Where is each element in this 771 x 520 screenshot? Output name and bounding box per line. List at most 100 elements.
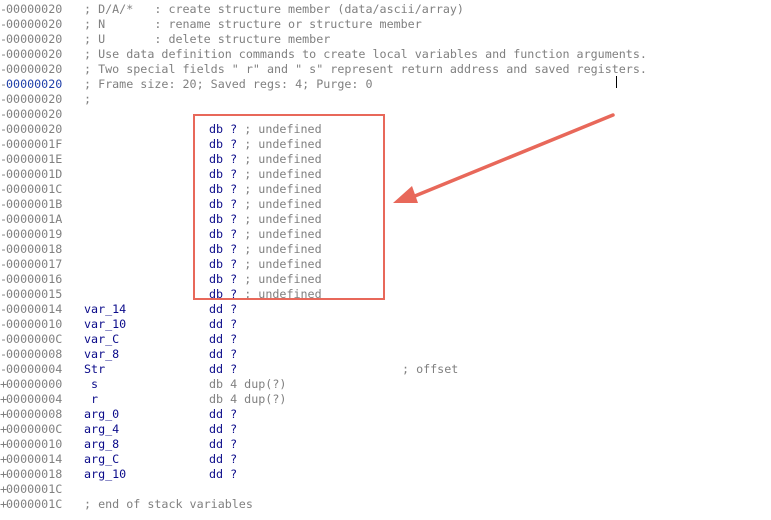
listing-line[interactable]: -00000020; Two special fields " r" and "… bbox=[0, 62, 771, 77]
line-address: 0000001F bbox=[6, 137, 63, 151]
member-name: arg_0 bbox=[84, 407, 120, 421]
line-address: 00000004 bbox=[6, 392, 63, 406]
data-value: ? bbox=[230, 122, 238, 136]
listing-line[interactable]: -00000020; N : rename structure or struc… bbox=[0, 17, 771, 32]
data-definition: dd ? bbox=[209, 347, 237, 362]
listing-line[interactable]: +0000001C ; end of stack variables bbox=[0, 497, 771, 512]
data-directive: db bbox=[209, 212, 224, 226]
data-directive: dd bbox=[209, 422, 224, 436]
data-directive: db bbox=[209, 152, 224, 166]
data-definition: db 4 dup(?) bbox=[209, 392, 286, 407]
line-prefix: - bbox=[0, 317, 8, 331]
data-value: ? bbox=[230, 452, 238, 466]
line-prefix: - bbox=[0, 92, 8, 106]
data-value: ? bbox=[230, 272, 238, 286]
line-comment: ; U : delete structure member bbox=[84, 32, 331, 46]
line-prefix: + bbox=[0, 467, 8, 481]
data-value: ? bbox=[230, 437, 238, 451]
highlight-box bbox=[193, 114, 385, 300]
data-value: ? bbox=[230, 332, 238, 346]
data-value: ? bbox=[230, 197, 238, 211]
line-prefix: - bbox=[0, 77, 8, 91]
line-address: 00000010 bbox=[6, 437, 63, 451]
listing-line[interactable]: +0000001C bbox=[0, 482, 771, 497]
data-definition: db ? ; undefined bbox=[209, 242, 322, 257]
member-name: var_10 bbox=[84, 317, 127, 331]
undefined-comment: ; undefined bbox=[244, 242, 322, 256]
data-value: ? bbox=[230, 152, 238, 166]
line-prefix: - bbox=[0, 167, 8, 181]
data-value: ? bbox=[230, 212, 238, 226]
data-definition: db ? ; undefined bbox=[209, 257, 322, 272]
line-address: 00000020 bbox=[6, 122, 63, 136]
data-definition: db ? ; undefined bbox=[209, 122, 322, 137]
line-comment: ; end of stack variables bbox=[84, 497, 253, 511]
listing-line[interactable]: -00000020; bbox=[0, 92, 771, 107]
line-address: 00000020 bbox=[6, 32, 63, 46]
listing-line[interactable]: -00000020; Use data definition commands … bbox=[0, 47, 771, 62]
line-comment: ; Two special fields " r" and " s" repre… bbox=[84, 62, 647, 76]
data-definition: dd ? bbox=[209, 302, 237, 317]
line-comment: ; Frame size: 20; Saved regs: 4; Purge: … bbox=[84, 77, 373, 91]
data-definition: dd ? bbox=[209, 332, 237, 347]
line-comment: ; bbox=[84, 92, 92, 106]
listing-line[interactable]: -00000020; Frame size: 20; Saved regs: 4… bbox=[0, 77, 771, 92]
line-address: 0000001C bbox=[6, 497, 63, 511]
line-address: 00000020 bbox=[6, 92, 63, 106]
data-directive: dd bbox=[209, 407, 224, 421]
line-prefix: - bbox=[0, 182, 8, 196]
undefined-comment: ; undefined bbox=[244, 167, 322, 181]
line-prefix: - bbox=[0, 152, 8, 166]
line-prefix: + bbox=[0, 497, 8, 511]
data-directive: dd bbox=[209, 332, 224, 346]
member-name: arg_8 bbox=[84, 437, 120, 451]
line-address: 00000020 bbox=[6, 62, 63, 76]
data-definition: dd ? bbox=[209, 317, 237, 332]
line-address: 00000020 bbox=[6, 2, 63, 16]
data-directive: db bbox=[209, 122, 224, 136]
listing-line[interactable]: -00000020; D/A/* : create structure memb… bbox=[0, 2, 771, 17]
line-address: 0000001D bbox=[6, 167, 63, 181]
listing-line[interactable]: -00000020; U : delete structure member bbox=[0, 32, 771, 47]
member-name: arg_10 bbox=[84, 467, 127, 481]
line-prefix: - bbox=[0, 362, 8, 376]
text-caret bbox=[616, 76, 617, 88]
data-definition: dd ? bbox=[209, 407, 237, 422]
data-directive: db bbox=[209, 167, 224, 181]
member-name: var_14 bbox=[84, 302, 127, 316]
data-definition: db 4 dup(?) bbox=[209, 377, 286, 392]
data-value: ? bbox=[230, 407, 238, 421]
listing-line[interactable]: -00000020 bbox=[0, 107, 771, 122]
data-directive: db bbox=[209, 257, 224, 271]
line-prefix: - bbox=[0, 17, 8, 31]
data-definition: db ? ; undefined bbox=[209, 152, 322, 167]
line-comment: ; N : rename structure or structure memb… bbox=[84, 17, 422, 31]
line-prefix: - bbox=[0, 302, 8, 316]
line-prefix: - bbox=[0, 287, 8, 301]
